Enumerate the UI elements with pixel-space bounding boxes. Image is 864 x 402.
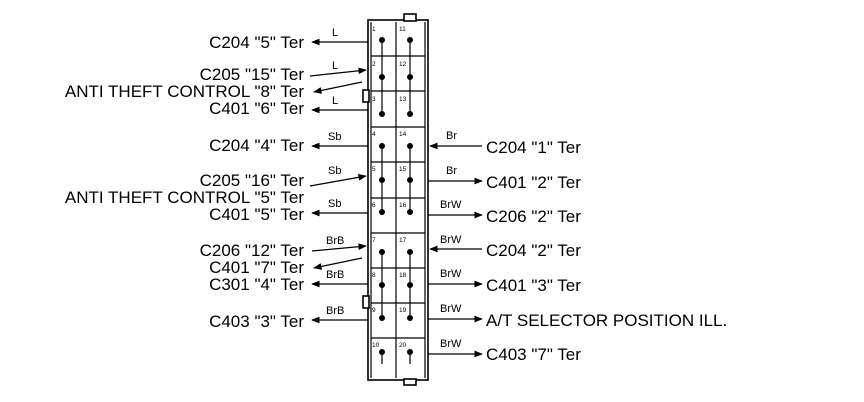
terminal-label: C301 "4" Ter — [209, 275, 304, 294]
wire-color-code: BrW — [440, 338, 462, 350]
wire-arrow — [311, 243, 367, 252]
pin-number: 9 — [372, 307, 376, 314]
terminal-label: C206 "2" Ter — [486, 207, 581, 226]
terminal-label: C403 "3" Ter — [209, 312, 304, 331]
right-labels: C204 "1" Ter C401 "2" Ter C206 "2" Ter C… — [486, 138, 727, 364]
terminal-label: C205 "15" Ter — [200, 65, 305, 84]
left-labels: C204 "5" Ter C205 "15" Ter ANTI THEFT CO… — [65, 33, 304, 331]
pin-number: 7 — [372, 237, 376, 244]
wire-color-code: BrW — [440, 268, 462, 280]
terminal-label: C206 "12" Ter — [200, 241, 305, 260]
wire-color-code: BrB — [326, 269, 344, 281]
pin-number: 11 — [399, 26, 406, 33]
pin-number: 3 — [372, 96, 376, 103]
terminal-label: C403 "7" Ter — [486, 345, 581, 364]
wire-color-code: BrW — [440, 199, 462, 211]
pin-number: 20 — [399, 342, 407, 349]
wire-arrow — [313, 257, 363, 270]
terminal-label: C204 "1" Ter — [486, 138, 581, 157]
wire-color-code: BrW — [440, 234, 462, 246]
pin-number: 15 — [399, 166, 407, 173]
terminal-label: C401 "5" Ter — [209, 205, 304, 224]
pin-number: 8 — [372, 272, 376, 279]
terminal-label: C205 "16" Ter — [200, 171, 305, 190]
wire-color-code: L — [332, 95, 338, 107]
pin-number: 16 — [399, 202, 407, 209]
wire-color-code: Sb — [328, 198, 341, 210]
pin-number: 1 — [372, 26, 376, 33]
terminal-label: C204 "5" Ter — [209, 33, 304, 52]
pin-number: 10 — [372, 342, 380, 349]
terminal-label: ANTI THEFT CONTROL "5" Ter — [65, 188, 304, 207]
wire-arrow — [309, 174, 367, 187]
connector — [362, 13, 429, 386]
pin-number: 17 — [399, 237, 407, 244]
terminal-label: ANTI THEFT CONTROL "8" Ter — [65, 82, 304, 101]
wire-color-code: Br — [446, 130, 457, 142]
pin-number: 12 — [399, 61, 407, 68]
wire-arrow — [313, 81, 363, 94]
pin-number: 6 — [372, 202, 376, 209]
wire-color-code: L — [332, 60, 338, 72]
wire-color-code: L — [332, 27, 338, 39]
terminal-dots — [379, 37, 413, 355]
pin-numbers: 1 2 3 4 5 6 7 8 9 10 11 12 13 14 15 16 1… — [372, 26, 407, 349]
terminal-label: C204 "4" Ter — [209, 136, 304, 155]
terminal-label: C401 "6" Ter — [209, 99, 304, 118]
left-wires — [309, 38, 368, 324]
wire-arrow — [309, 67, 367, 77]
wire-color-code: Br — [446, 165, 457, 177]
pin-number: 19 — [399, 307, 407, 314]
pin-number: 14 — [399, 131, 407, 138]
pin-number: 2 — [372, 61, 376, 68]
pin-number: 13 — [399, 96, 407, 103]
wire-color-code: BrB — [326, 235, 344, 247]
pin-number: 4 — [372, 131, 376, 138]
terminal-label: C401 "3" Ter — [486, 276, 581, 295]
wire-color-code: BrW — [440, 303, 462, 315]
wire-color-code: Sb — [328, 165, 341, 177]
left-wire-codes: L L L Sb Sb Sb BrB BrB BrB — [326, 27, 344, 317]
pin-number: 5 — [372, 166, 376, 173]
wire-color-code: Sb — [328, 131, 341, 143]
wire-color-code: BrB — [326, 305, 344, 317]
terminal-label: C204 "2" Ter — [486, 241, 581, 260]
right-wires — [428, 142, 483, 358]
terminal-label: C401 "7" Ter — [209, 258, 304, 277]
pin-number: 18 — [399, 272, 407, 279]
terminal-label: A/T SELECTOR POSITION ILL. — [486, 311, 727, 330]
terminal-label: C401 "2" Ter — [486, 173, 581, 192]
right-wire-codes: Br Br BrW BrW BrW BrW BrW — [440, 130, 462, 350]
